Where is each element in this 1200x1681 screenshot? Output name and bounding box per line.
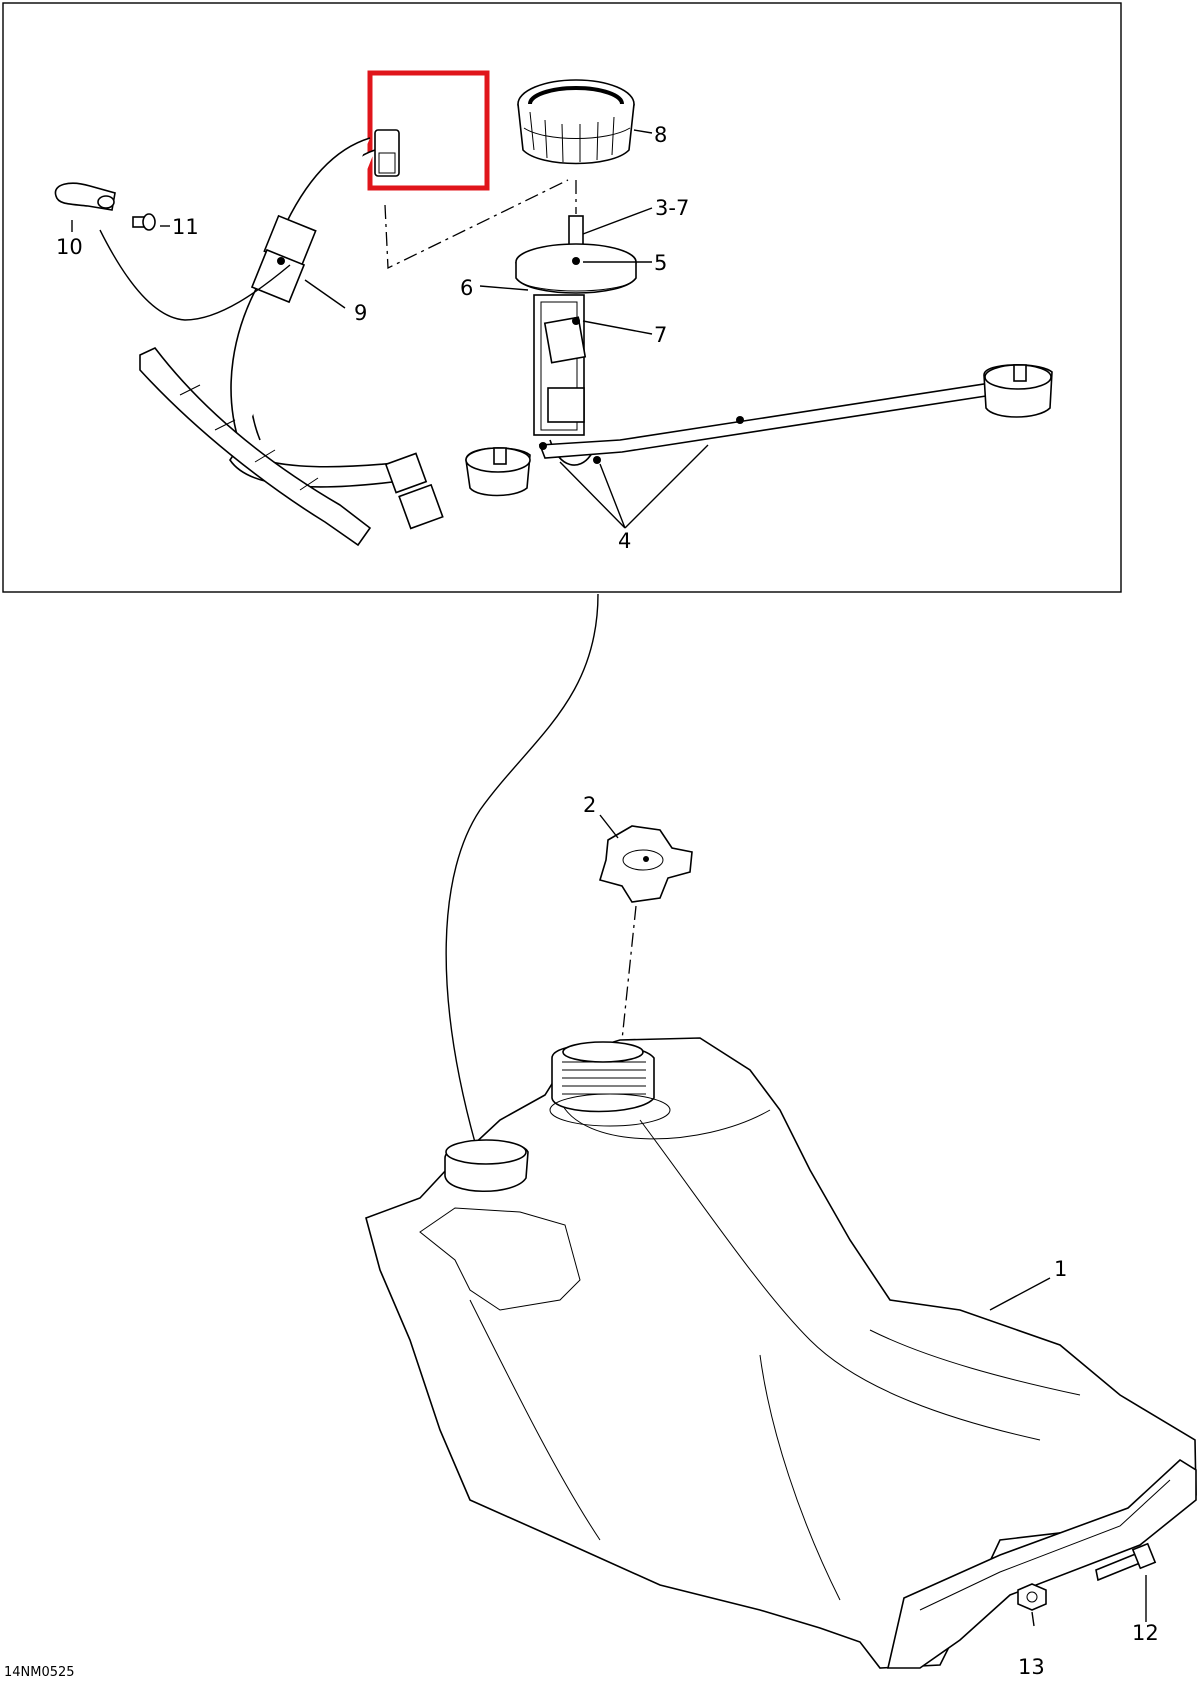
highlight-box — [367, 70, 490, 191]
sender-arm-4 — [465, 364, 1053, 497]
callout-6: 6 — [460, 276, 473, 300]
callout-3-7: 3-7 — [655, 196, 689, 220]
assembly-line — [621, 905, 637, 1041]
drawing-code: 14NM0525 — [4, 1665, 75, 1680]
callout-1: 1 — [1054, 1257, 1067, 1281]
callout-11: 11 — [172, 215, 199, 239]
inset-connector-line — [445, 593, 599, 1161]
callout-2: 2 — [583, 793, 596, 817]
bolt-12 — [1095, 1542, 1157, 1582]
callout-13: 13 — [1018, 1655, 1045, 1679]
fuel-cap-2 — [598, 825, 693, 903]
nut-13 — [1017, 1583, 1047, 1611]
callout-10: 10 — [56, 235, 83, 259]
callout-5: 5 — [654, 251, 667, 275]
clip-10 — [54, 182, 116, 211]
callout-8: 8 — [654, 123, 667, 147]
callout-4: 4 — [618, 529, 631, 553]
detail-inset-frame — [2, 2, 1122, 593]
lock-ring-8 — [517, 79, 635, 165]
callout-9: 9 — [354, 301, 367, 325]
assembly-line — [384, 179, 569, 270]
fuel-line-assembly — [229, 129, 444, 530]
callout-7: 7 — [654, 323, 667, 347]
vent-hose — [139, 347, 372, 547]
fuel-tank-1 — [365, 1037, 1197, 1669]
callout-12: 12 — [1132, 1621, 1159, 1645]
fuel-pump-module — [515, 215, 637, 466]
screw-11 — [132, 213, 156, 231]
